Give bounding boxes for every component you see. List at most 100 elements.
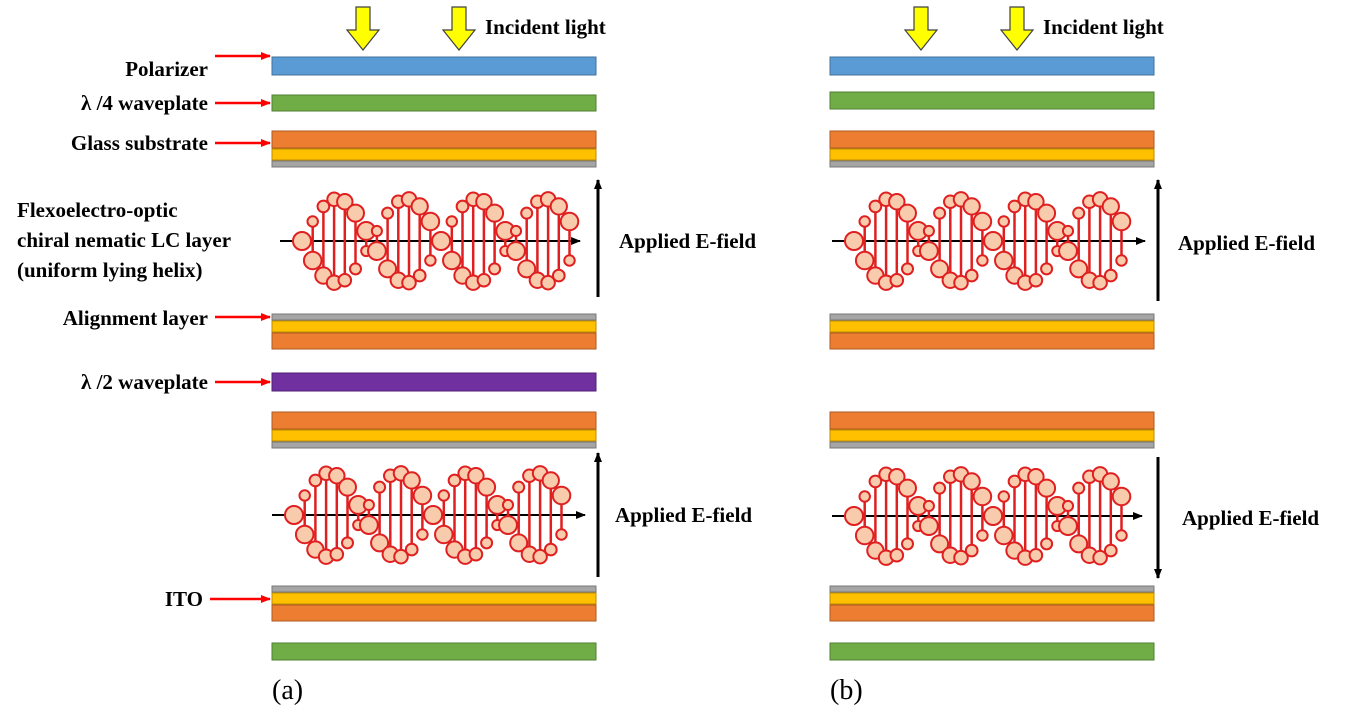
- lc-molecule: [983, 506, 1004, 526]
- bottom-cell-top-substrate: [271, 411, 597, 449]
- ito-layer: [271, 320, 597, 333]
- lc-molecule: [509, 480, 529, 553]
- ito-layer: [271, 148, 597, 161]
- lc-molecule: [983, 231, 1004, 251]
- lc-molecule: [908, 221, 929, 258]
- lc-molecule: [475, 193, 493, 288]
- glass-substrate-layer: [271, 604, 597, 622]
- lc-molecule: [445, 473, 464, 559]
- lc-molecule: [898, 203, 917, 276]
- lc-molecule: [423, 505, 444, 525]
- panel-caption: (b): [830, 675, 863, 706]
- lc-molecule: [1037, 203, 1057, 276]
- lc-molecule: [994, 215, 1014, 271]
- lc-molecule: [378, 206, 398, 279]
- lc-molecule: [294, 489, 315, 545]
- lc-molecule: [866, 199, 885, 285]
- lc-molecule: [551, 485, 572, 541]
- lc-molecule: [328, 467, 346, 562]
- quarter-waveplate-layer: [829, 91, 1155, 110]
- alignment-layer: [829, 160, 1155, 168]
- lc-helix-upper: [280, 191, 581, 291]
- lc-molecule: [1058, 224, 1078, 261]
- panel-b: Incident light Applied E-field Applied E…: [829, 6, 1319, 706]
- lc-molecule: [370, 480, 390, 553]
- lc-molecule: [994, 490, 1014, 546]
- lc-helix-lower: [832, 466, 1143, 566]
- label-half-waveplate: λ /2 waveplate: [81, 370, 208, 394]
- bottom-cell-top-substrate: [829, 411, 1155, 449]
- glass-substrate-layer: [829, 604, 1155, 622]
- lc-molecule: [844, 231, 864, 251]
- lc-molecule: [506, 224, 526, 261]
- lc-molecule: [434, 489, 454, 545]
- top-cell-bottom-substrate: [829, 313, 1155, 350]
- lc-molecule: [559, 211, 580, 267]
- half-waveplate-layer: [271, 372, 597, 392]
- glass-substrate-layer: [271, 332, 597, 350]
- lc-molecule: [918, 499, 939, 536]
- lc-molecule: [1027, 468, 1045, 563]
- incident-light-arrows: [903, 6, 1035, 51]
- ito-layer: [271, 592, 597, 605]
- lc-helix-lower: [272, 465, 586, 565]
- incident-arrow-icon: [999, 6, 1035, 51]
- label-lc-layer-line3: (uniform lying helix): [17, 258, 203, 282]
- alignment-layer: [829, 313, 1155, 321]
- lc-molecule: [908, 496, 929, 533]
- lc-molecule: [854, 215, 875, 271]
- lc-molecule: [1111, 211, 1132, 267]
- ito-layer: [271, 429, 597, 442]
- panel-a: Incident light Applied E-field Applied E…: [271, 6, 756, 706]
- e-field-label-lower: Applied E-field: [1182, 506, 1319, 530]
- lc-molecule: [306, 473, 325, 559]
- e-field-label-upper: Applied E-field: [1178, 231, 1315, 255]
- lc-molecule: [1005, 199, 1024, 285]
- lc-molecule: [918, 224, 939, 261]
- label-quarter-waveplate: λ /4 waveplate: [81, 91, 208, 115]
- lc-molecule: [517, 206, 537, 279]
- incident-arrow-icon: [903, 6, 939, 51]
- incident-light-label: Incident light: [1043, 15, 1164, 39]
- lc-molecule: [844, 506, 864, 526]
- top-cell-top-substrate: [271, 130, 597, 168]
- lc-molecule: [930, 206, 950, 279]
- lc-molecule: [284, 505, 304, 525]
- top-cell-bottom-substrate: [271, 313, 597, 350]
- quarter-waveplate-layer: [271, 642, 597, 661]
- lc-molecule: [1037, 478, 1057, 551]
- lc-molecule: [412, 485, 433, 541]
- ito-layer: [829, 592, 1155, 605]
- glass-substrate-layer: [271, 411, 597, 430]
- glass-substrate-layer: [829, 411, 1155, 430]
- glass-substrate-layer: [271, 130, 597, 149]
- lc-helix-upper: [832, 191, 1146, 291]
- label-lc-layer-line1: Flexoelectro-optic: [17, 198, 178, 222]
- lc-molecule: [972, 486, 993, 542]
- lc-molecule: [962, 472, 981, 558]
- lc-molecule: [888, 193, 906, 288]
- label-polarizer: Polarizer: [125, 57, 208, 81]
- e-field-label-lower: Applied E-field: [615, 503, 752, 527]
- lc-molecule: [972, 211, 993, 267]
- lc-molecule: [467, 467, 485, 562]
- lc-molecule: [314, 199, 333, 285]
- lc-molecule: [358, 498, 379, 535]
- bottom-cell-bottom-substrate: [829, 585, 1155, 622]
- bottom-cell-bottom-substrate: [271, 585, 597, 622]
- lc-molecule: [442, 215, 462, 271]
- lc-molecule: [477, 477, 497, 550]
- lc-molecule: [420, 211, 441, 267]
- incident-arrow-icon: [345, 6, 381, 51]
- glass-substrate-layer: [829, 130, 1155, 149]
- alignment-layer: [829, 585, 1155, 593]
- lc-molecule: [1027, 193, 1045, 288]
- glass-substrate-layer: [829, 332, 1155, 350]
- lc-molecule: [1016, 466, 1034, 566]
- top-cell-top-substrate: [829, 130, 1155, 168]
- label-ito: ITO: [165, 587, 203, 611]
- lc-molecule: [930, 481, 950, 554]
- lc-molecule: [346, 203, 365, 276]
- lc-molecule: [336, 193, 354, 288]
